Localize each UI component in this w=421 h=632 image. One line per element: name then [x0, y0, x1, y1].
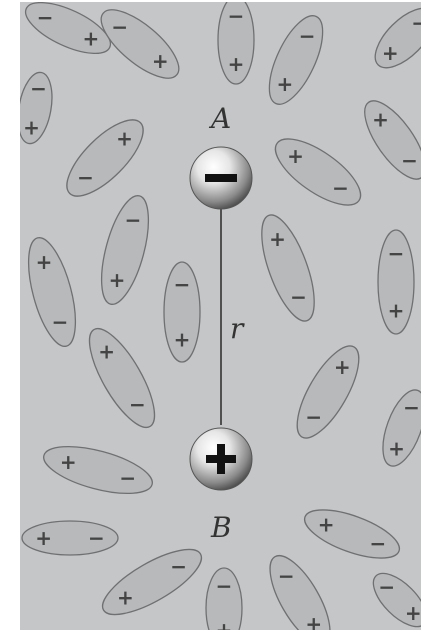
polar-molecule: +−: [92, 191, 158, 309]
polar-molecule: +−: [286, 337, 371, 446]
polar-molecule: +−: [374, 385, 421, 472]
diagram-panel: +−+−+−+−+−+−+−+−+−+−+−+−+−+−+−+−+−+−+−+−…: [20, 2, 421, 630]
molecule-minus-sign: −: [216, 574, 233, 598]
molecule-minus-sign: −: [30, 77, 47, 101]
molecule-body: [78, 320, 167, 436]
plus-symbol-vertical: [217, 444, 225, 474]
charge-b: B: [190, 428, 252, 544]
molecule-minus-sign: −: [299, 24, 316, 48]
polar-molecule: +−: [259, 547, 342, 630]
molecule-plus-sign: +: [60, 450, 77, 474]
molecule-minus-sign: −: [174, 273, 191, 297]
charge-b-label: B: [210, 511, 232, 544]
molecule-plus-sign: +: [388, 299, 405, 323]
molecule-plus-sign: +: [318, 513, 335, 537]
molecule-minus-sign: −: [403, 395, 420, 419]
polar-molecule: +−: [365, 565, 421, 630]
polar-molecule: +−: [251, 209, 325, 327]
polar-molecule: +−: [78, 320, 167, 436]
molecule-minus-sign: −: [111, 15, 128, 39]
molecule-plus-sign: +: [152, 49, 169, 73]
polar-molecule: +−: [20, 233, 85, 351]
molecule-minus-sign: −: [305, 405, 322, 429]
charge-a: A: [190, 102, 252, 209]
polar-molecule: +−: [20, 2, 117, 64]
molecule-plus-sign: +: [35, 526, 52, 550]
charge-a-label: A: [208, 102, 231, 135]
diagram-canvas: +−+−+−+−+−+−+−+−+−+−+−+−+−+−+−+−+−+−+−+−…: [20, 2, 421, 630]
molecule-minus-sign: −: [369, 531, 386, 555]
molecule-plus-sign: +: [109, 268, 126, 292]
molecule-plus-sign: +: [83, 27, 100, 51]
polar-molecule: +−: [94, 538, 210, 627]
polar-molecule: +−: [206, 568, 242, 630]
molecule-body: [266, 127, 371, 217]
molecule-minus-sign: −: [401, 149, 418, 173]
molecule-plus-sign: +: [305, 612, 322, 630]
molecule-minus-sign: −: [52, 310, 69, 334]
molecule-minus-sign: −: [278, 564, 295, 588]
molecule-body: [299, 500, 405, 568]
molecule-minus-sign: −: [228, 4, 245, 28]
molecule-minus-sign: −: [388, 241, 405, 265]
molecule-plus-sign: +: [382, 41, 399, 65]
molecule-plus-sign: +: [372, 107, 389, 131]
polar-molecule: +−: [164, 262, 200, 362]
polar-molecule: +−: [299, 500, 405, 568]
molecule-minus-sign: −: [378, 575, 395, 599]
molecule-body: [259, 547, 342, 630]
molecule-plus-sign: +: [216, 618, 233, 630]
molecule-minus-sign: −: [88, 526, 105, 550]
molecule-plus-sign: +: [36, 250, 53, 274]
molecule-body: [56, 109, 155, 208]
molecule-minus-sign: −: [411, 11, 421, 35]
molecule-plus-sign: +: [388, 437, 405, 461]
polar-molecule: +−: [20, 70, 57, 146]
molecule-body: [251, 209, 325, 327]
molecule-plus-sign: +: [174, 328, 191, 352]
molecule-plus-sign: +: [405, 601, 421, 625]
molecule-minus-sign: −: [332, 176, 349, 200]
molecule-minus-sign: −: [170, 555, 187, 579]
molecule-minus-sign: −: [125, 208, 142, 232]
polar-molecule: +−: [378, 230, 414, 334]
molecule-body: [20, 2, 117, 64]
molecule-plus-sign: +: [228, 52, 245, 76]
molecule-plus-sign: +: [116, 127, 133, 151]
separation-label: r: [230, 312, 245, 345]
molecule-plus-sign: +: [287, 144, 304, 168]
molecule-body: [39, 437, 157, 503]
molecule-minus-sign: −: [129, 393, 146, 417]
molecule-minus-sign: −: [290, 285, 307, 309]
polar-molecule: +−: [218, 2, 254, 84]
molecule-plus-sign: +: [98, 339, 115, 363]
molecule-body: [258, 8, 333, 111]
molecule-plus-sign: +: [334, 355, 351, 379]
molecule-body: [94, 538, 210, 627]
polar-molecule: +−: [354, 92, 421, 188]
molecule-plus-sign: +: [23, 115, 40, 139]
molecule-plus-sign: +: [269, 227, 286, 251]
polar-molecule: +−: [56, 109, 155, 208]
molecule-minus-sign: −: [77, 165, 94, 189]
molecule-plus-sign: +: [276, 72, 293, 96]
molecule-minus-sign: −: [37, 5, 54, 29]
polar-molecule: +−: [266, 127, 371, 217]
minus-symbol: [205, 174, 237, 182]
molecule-minus-sign: −: [119, 466, 136, 490]
polar-molecule: +−: [22, 521, 118, 555]
polar-molecule: +−: [39, 437, 157, 503]
molecule-body: [286, 337, 371, 446]
polar-molecule: +−: [258, 8, 333, 111]
molecule-plus-sign: +: [117, 585, 134, 609]
polar-molecule: +−: [365, 2, 421, 78]
